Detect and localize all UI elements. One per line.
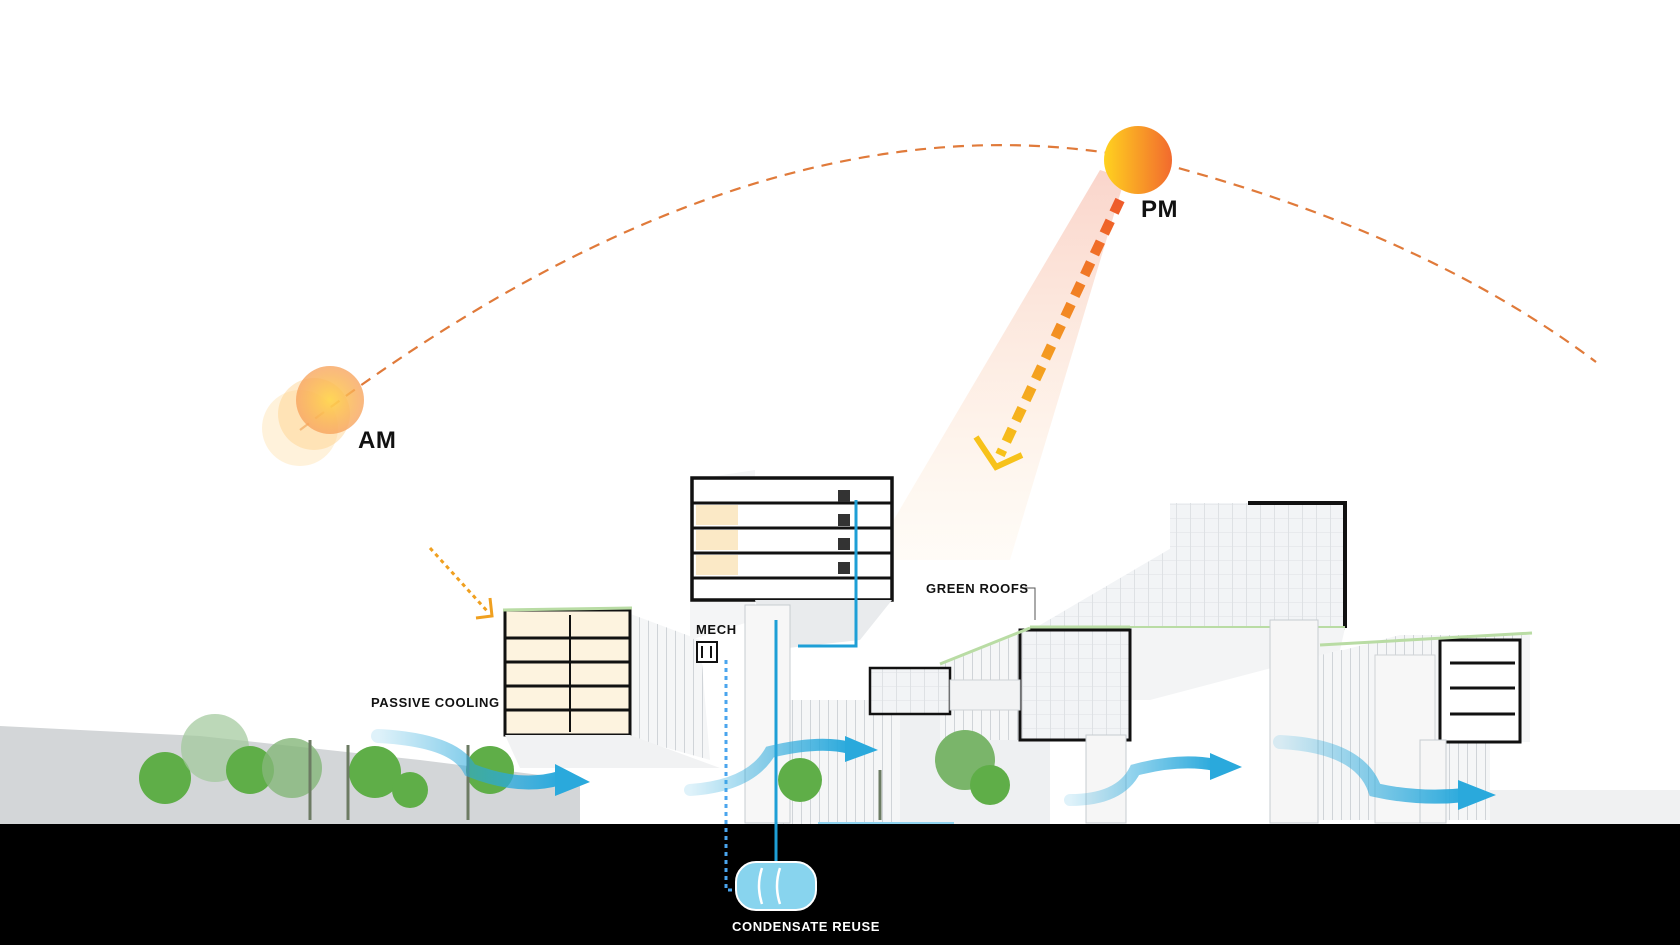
condensate-reuse-label: CONDENSATE REUSE	[732, 919, 880, 934]
mech-unit-icon	[697, 642, 717, 662]
sun-path-arc	[300, 145, 1596, 430]
pm-sun-icon	[1104, 126, 1172, 194]
am-sun-icon	[262, 366, 364, 466]
pm-label: PM	[1141, 196, 1178, 224]
pm-sun-beam	[870, 170, 1125, 560]
mech-label: MECH	[696, 622, 737, 637]
green-roofs-label: GREEN ROOFS	[926, 581, 1029, 596]
am-label: AM	[358, 427, 396, 455]
left-office-building	[503, 608, 720, 768]
cistern-tank-icon	[736, 862, 816, 910]
am-sun-ray-arrow	[430, 548, 492, 618]
passive-cooling-label: PASSIVE COOLING	[371, 695, 500, 710]
